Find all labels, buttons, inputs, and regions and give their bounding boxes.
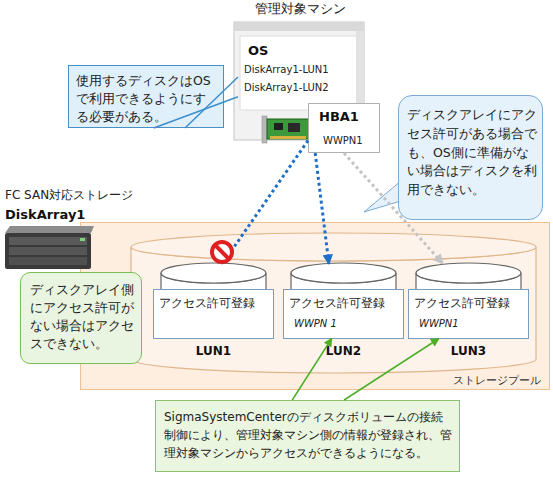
storage-pool: ストレージプールLUN1アクセス許可登録LUN2アクセス許可登録WWPN 1LU… xyxy=(131,233,536,373)
server-top xyxy=(234,22,364,31)
cylinder-top xyxy=(161,263,266,283)
hba-box: HBA1WWPN1 xyxy=(308,103,380,153)
lun-label: LUN1 xyxy=(161,343,266,359)
access-path xyxy=(223,141,308,264)
storage-device-body xyxy=(5,233,91,269)
storage-drive-row xyxy=(9,247,87,255)
storage-drive-row xyxy=(9,237,87,245)
box-heading: アクセス許可登録 xyxy=(289,295,401,311)
cylinder-top xyxy=(416,263,521,283)
lun-label: LUN3 xyxy=(416,343,521,359)
disk-label: DiskArray1-LUN1 xyxy=(244,63,359,77)
hba-bracket xyxy=(262,116,267,143)
machine-box: 管理対象マシンOSDiskArray1-LUN1DiskArray1-LUN2 xyxy=(238,0,362,110)
storage-led xyxy=(80,238,85,241)
unprepared-path xyxy=(344,153,442,263)
storage-title: FC SAN対応ストレージ xyxy=(5,187,165,203)
leader-line xyxy=(154,97,238,128)
os-label: OS xyxy=(248,42,308,60)
cylinder-top xyxy=(291,263,396,283)
machine-title: 管理対象マシン xyxy=(208,0,392,18)
os-panel xyxy=(240,36,360,110)
callout-box: 使用するディスクはOSで利用できるようにする必要がある。 xyxy=(68,65,224,128)
pool-label: ストレージプール xyxy=(453,374,543,389)
box-heading: アクセス許可登録 xyxy=(414,295,526,311)
prohibition-bar xyxy=(215,245,229,259)
access-box: アクセス許可登録 WWPN 1 xyxy=(283,289,404,339)
callout-bubble: ディスクアレイにアクセス許可がある場合でも、OS側に準備がない場合はディスクを利… xyxy=(398,95,543,220)
hba-card xyxy=(267,119,309,139)
lun-label: LUN2 xyxy=(291,343,396,359)
callout-bubble: ディスクアレイ側にアクセス許可がない場合はアクセスできない。 xyxy=(20,272,142,364)
leader-line xyxy=(185,77,238,128)
note-box: SigmaSystemCenterのディスクボリュームの接続制御により、管理対象… xyxy=(155,400,460,472)
wwpn-label: WWPN 1 xyxy=(294,317,384,331)
hba-contacts xyxy=(270,136,306,139)
access-box: アクセス許可登録 WWPN1 xyxy=(408,289,529,339)
prohibition-sign xyxy=(212,242,232,262)
storage-name: DiskArray1 xyxy=(5,206,125,224)
wwpn-label: WWPN1 xyxy=(323,134,378,148)
access-path xyxy=(315,153,329,263)
connector-layer xyxy=(154,77,442,400)
register-arrow xyxy=(292,339,331,400)
storage-area: FC SAN対応ストレージDiskArray1ストレージプールLUN1アクセス許… xyxy=(80,222,550,390)
access-box: アクセス許可登録 xyxy=(153,289,274,339)
wwpn-label: WWPN1 xyxy=(419,317,509,331)
cylinder-top xyxy=(131,233,536,261)
callout-text: 使用するディスクはOSで利用できるようにする必要がある。 xyxy=(76,72,218,126)
hba-label: HBA1 xyxy=(319,108,379,126)
box-heading: アクセス許可登録 xyxy=(159,295,271,311)
lun-cylinder: LUN3アクセス許可登録WWPN1 xyxy=(416,263,521,358)
lun-cylinder: LUN2アクセス許可登録WWPN 1 xyxy=(291,263,396,358)
note-text: SigmaSystemCenterのディスクボリュームの接続制御により、管理対象… xyxy=(164,408,454,462)
cylinder-body xyxy=(131,247,536,373)
hba-chip xyxy=(274,123,283,130)
storage-device-top xyxy=(5,226,94,233)
callout-text: ディスクアレイ側にアクセス許可がない場合はアクセスできない。 xyxy=(30,281,134,354)
disk-label: DiskArray1-LUN2 xyxy=(244,81,359,95)
storage-drive-row xyxy=(9,257,87,265)
callout-text: ディスクアレイにアクセス許可がある場合でも、OS側に準備がない場合はディスクを利… xyxy=(407,106,537,200)
register-arrow xyxy=(344,339,438,400)
hba-chip xyxy=(288,123,300,132)
lun-cylinder: LUN1アクセス許可登録 xyxy=(161,263,266,358)
